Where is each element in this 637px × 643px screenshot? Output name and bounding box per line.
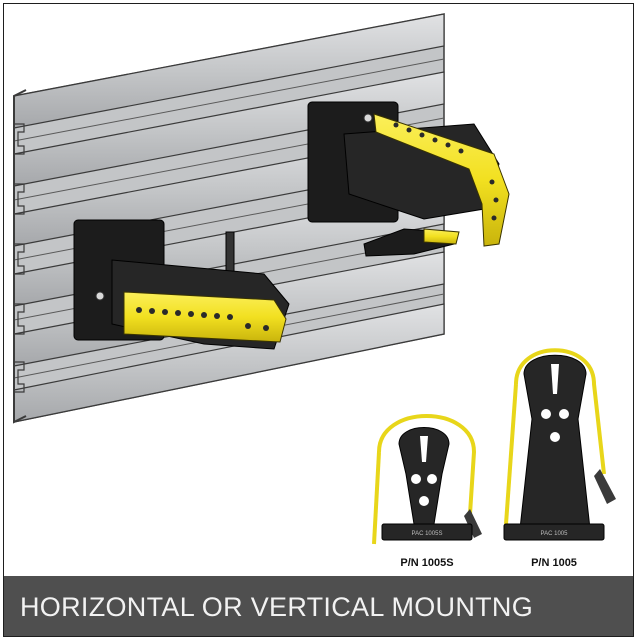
upper-clamp-assembly — [307, 101, 510, 257]
part-number-1005s: P/N 1005S — [400, 557, 453, 569]
caption-bar: HORIZONTAL OR VERTICAL MOUNTNG — [4, 576, 633, 636]
lower-clamp-assembly — [73, 219, 290, 350]
base-stamp-1005s: PAC 1005S — [412, 531, 443, 537]
product-1005: PAC 1005 P/N 1005 — [503, 348, 616, 569]
caption-text: HORIZONTAL OR VERTICAL MOUNTNG — [20, 592, 534, 622]
slide-frame: PAC 1005S P/N 1005S PAC 1005 P/N 1005 HO… — [3, 3, 634, 637]
mounting-illustration: PAC 1005S P/N 1005S PAC 1005 P/N 1005 — [13, 13, 616, 569]
product-1005s: PAC 1005S P/N 1005S — [372, 414, 482, 569]
base-stamp-1005: PAC 1005 — [541, 531, 569, 537]
part-number-1005: P/N 1005 — [531, 557, 577, 569]
